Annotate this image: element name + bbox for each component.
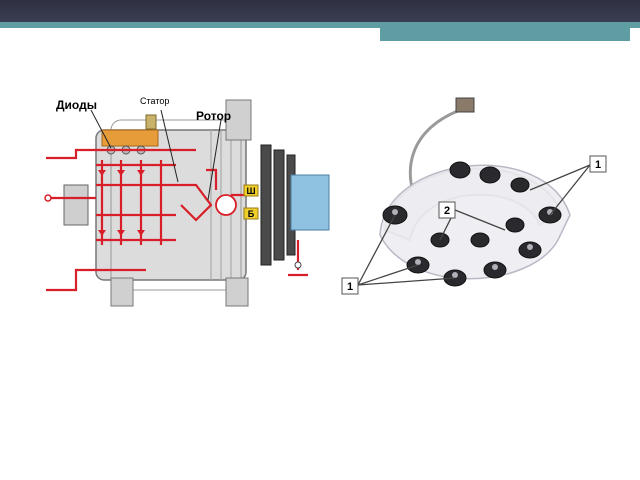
terminal-letter-sh: Ш xyxy=(246,186,255,196)
diode-bridge-illustration: 1 2 1 xyxy=(341,97,607,295)
callout-1-top: 1 xyxy=(595,159,601,171)
callout-badge-1-bottom xyxy=(341,277,359,295)
callout-1-bottom: 1 xyxy=(347,281,353,293)
diode-plate xyxy=(101,129,159,147)
label-rotor: Ротор xyxy=(196,109,231,123)
callout-badge-1-top xyxy=(589,155,607,173)
slide-title-bar xyxy=(0,0,640,22)
terminal-letter-b: Б xyxy=(248,209,255,219)
left-terminal xyxy=(63,184,89,226)
label-stator: Статор xyxy=(140,96,169,106)
brush-assembly xyxy=(215,194,237,216)
connector-plug xyxy=(455,97,475,113)
slide-accent-line xyxy=(0,22,640,28)
label-diodes: Диоды xyxy=(56,98,97,112)
callout-2: 2 xyxy=(444,205,450,217)
rotor-shaft xyxy=(290,174,330,231)
slide-accent-tab xyxy=(380,28,630,41)
callout-badge-2 xyxy=(438,201,456,219)
alternator-diagram: Ш Б Диоды Статор Ротор xyxy=(44,96,330,307)
alternator-housing xyxy=(95,129,247,281)
pulley xyxy=(260,144,296,266)
